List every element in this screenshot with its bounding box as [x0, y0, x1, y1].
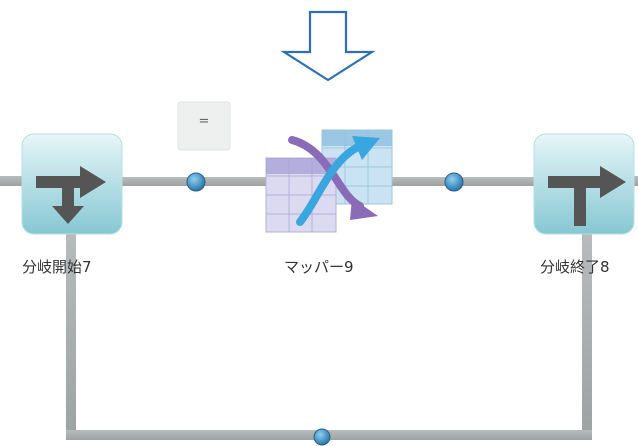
branch-end-icon — [548, 166, 626, 226]
condition-badge[interactable] — [177, 101, 231, 151]
branch-end-node[interactable] — [533, 133, 635, 235]
port-bottom[interactable] — [313, 428, 331, 446]
branch-start-node[interactable] — [21, 133, 123, 235]
port-left[interactable] — [186, 172, 206, 192]
condition-label: = — [198, 114, 210, 129]
branch-start-label: 分岐開始7 — [22, 258, 92, 276]
branch-end-label: 分岐終了8 — [540, 258, 610, 276]
mapper-node[interactable] — [265, 129, 393, 233]
branch-start-icon — [36, 166, 106, 224]
mapper-label: マッパー9 — [284, 258, 354, 276]
mapper-icon — [265, 129, 393, 233]
port-right[interactable] — [444, 172, 464, 192]
down-arrow-icon — [280, 10, 376, 82]
